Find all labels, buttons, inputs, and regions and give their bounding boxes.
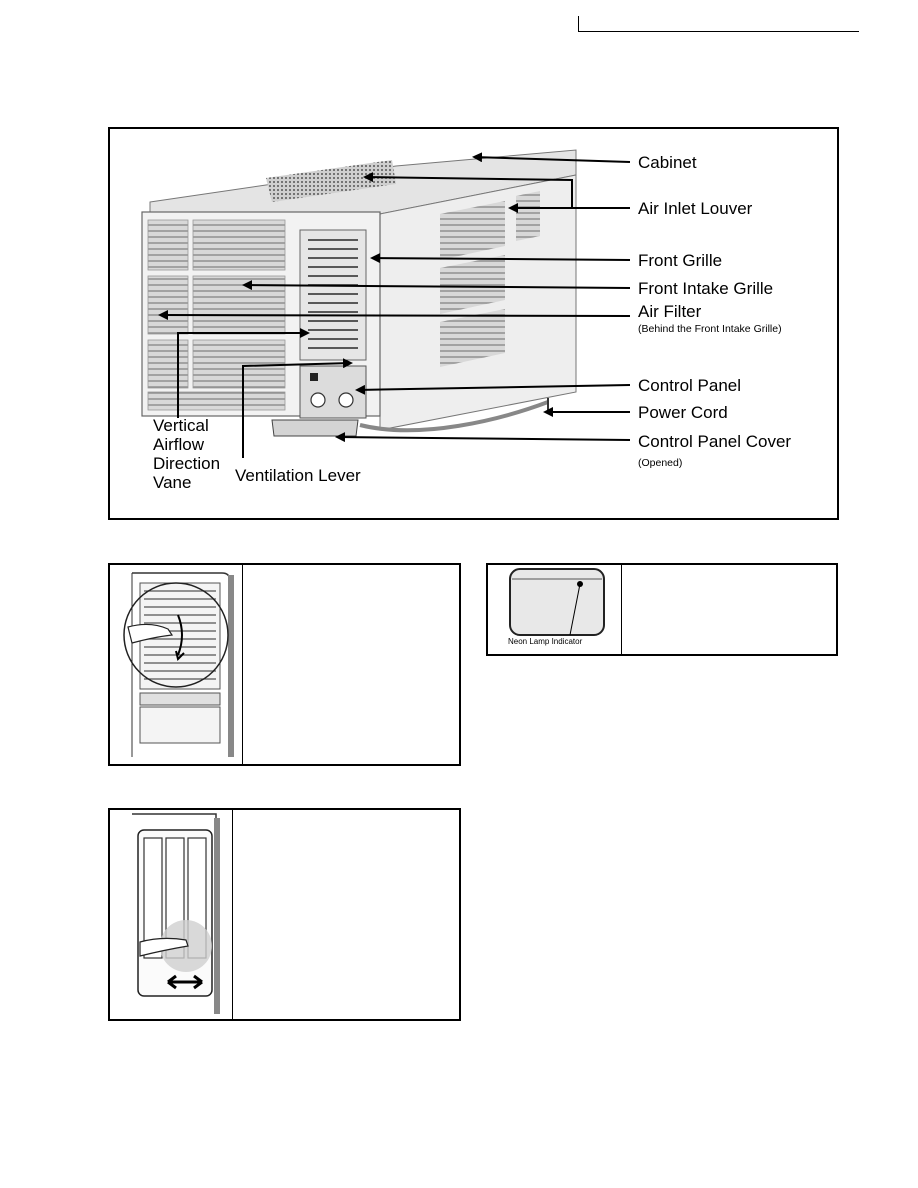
ventilation-lever-illustration bbox=[132, 813, 220, 1014]
label-control-panel-cover: Control Panel Cover bbox=[638, 432, 791, 451]
box-divider bbox=[621, 565, 622, 654]
box-divider bbox=[232, 810, 233, 1019]
label-air-inlet-louver: Air Inlet Louver bbox=[638, 199, 753, 218]
box-divider bbox=[242, 565, 243, 764]
vane-adjust-box bbox=[108, 563, 461, 766]
label-power-cord: Power Cord bbox=[638, 403, 728, 422]
header-rule bbox=[578, 16, 859, 32]
label-air-filter-note: (Behind the Front Intake Grille) bbox=[638, 323, 782, 335]
air-conditioner-illustration bbox=[141, 149, 577, 437]
label-control-panel: Control Panel bbox=[638, 376, 741, 395]
label-vertical-vane-2: Airflow bbox=[153, 435, 205, 454]
neon-lamp-illustration bbox=[509, 568, 605, 636]
label-front-intake-grille: Front Intake Grille bbox=[638, 279, 773, 298]
label-ventilation-lever: Ventilation Lever bbox=[235, 466, 361, 485]
neon-lamp-box: Neon Lamp Indicator bbox=[486, 563, 838, 656]
label-air-filter: Air Filter bbox=[638, 302, 702, 321]
label-control-panel-cover-note: (Opened) bbox=[638, 457, 682, 469]
label-vertical-vane-3: Direction bbox=[153, 454, 220, 473]
label-cabinet: Cabinet bbox=[638, 153, 697, 172]
label-vertical-vane-1: Vertical bbox=[153, 416, 209, 435]
label-front-grille: Front Grille bbox=[638, 251, 722, 270]
ventilation-lever-box bbox=[108, 808, 461, 1021]
vane-adjust-illustration bbox=[123, 572, 234, 757]
neon-lamp-caption: Neon Lamp Indicator bbox=[508, 637, 583, 646]
label-vertical-vane-4: Vane bbox=[153, 473, 191, 492]
